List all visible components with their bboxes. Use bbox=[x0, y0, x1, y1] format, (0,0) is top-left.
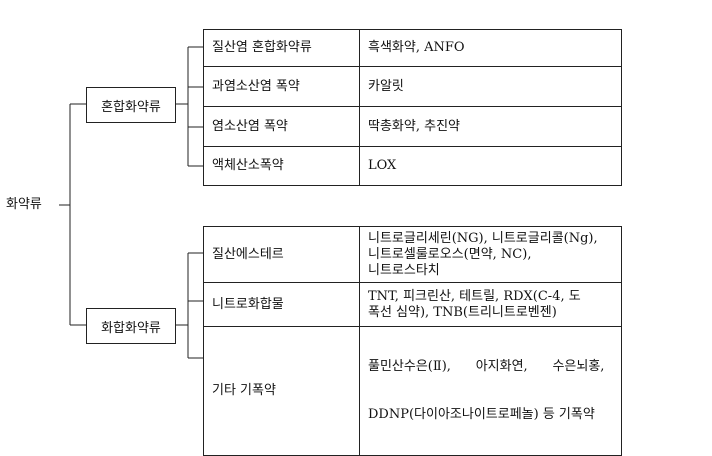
row-examples: 카알릿 bbox=[359, 66, 622, 107]
table-row: 니트로화합물 TNT, 피크린산, 테트릴, RDX(C-4, 도 폭선 심약)… bbox=[203, 282, 622, 327]
row-examples: 풀민산수은(Ⅱ), 아지화연, 수은뇌홍, DDNP(다이아조나이트로페놀) 등… bbox=[359, 326, 622, 456]
row-examples: 딱총화약, 추진약 bbox=[359, 106, 622, 147]
group-label-mixed: 혼합화약류 bbox=[101, 99, 161, 115]
row-name: 질산에스테르 bbox=[203, 226, 360, 283]
row-examples: 흑색화약, ANFO bbox=[359, 29, 622, 67]
row-name: 염소산염 폭약 bbox=[203, 106, 360, 147]
group-box-compound: 화합화약류 bbox=[86, 308, 176, 344]
table-row: 염소산염 폭약 딱총화약, 추진약 bbox=[203, 106, 622, 147]
table-row: 과염소산염 폭약 카알릿 bbox=[203, 66, 622, 107]
root-label: 화약류 bbox=[6, 197, 42, 212]
table-row: 질산에스테르 니트로글리세린(NG), 니트로글리콜(Ng), 니트로셀룰로오스… bbox=[203, 226, 622, 283]
row-examples: 니트로글리세린(NG), 니트로글리콜(Ng), 니트로셀룰로오스(면약, NC… bbox=[359, 226, 622, 283]
group-label-compound: 화합화약류 bbox=[101, 320, 161, 336]
table-row: 기타 기폭약 풀민산수은(Ⅱ), 아지화연, 수은뇌홍, DDNP(다이아조나이… bbox=[203, 326, 622, 456]
tree-connectors bbox=[59, 46, 203, 359]
table-row: 액체산소폭약 LOX bbox=[203, 146, 622, 186]
row-name: 질산염 혼합화약류 bbox=[203, 29, 360, 67]
table-row: 질산염 혼합화약류 흑색화약, ANFO bbox=[203, 29, 622, 67]
mixed-explosives-table: 질산염 혼합화약류 흑색화약, ANFO 과염소산염 폭약 카알릿 염소산염 폭… bbox=[203, 29, 622, 186]
row-name: 니트로화합물 bbox=[203, 282, 360, 327]
row-examples: LOX bbox=[359, 146, 622, 186]
row-examples: TNT, 피크린산, 테트릴, RDX(C-4, 도 폭선 심약), TNB(트… bbox=[359, 282, 622, 327]
compound-explosives-table: 질산에스테르 니트로글리세린(NG), 니트로글리콜(Ng), 니트로셀룰로오스… bbox=[203, 226, 622, 456]
row-name: 액체산소폭약 bbox=[203, 146, 360, 186]
group-box-mixed: 혼합화약류 bbox=[86, 87, 176, 123]
row-name: 과염소산염 폭약 bbox=[203, 66, 360, 107]
row-name: 기타 기폭약 bbox=[203, 326, 360, 456]
